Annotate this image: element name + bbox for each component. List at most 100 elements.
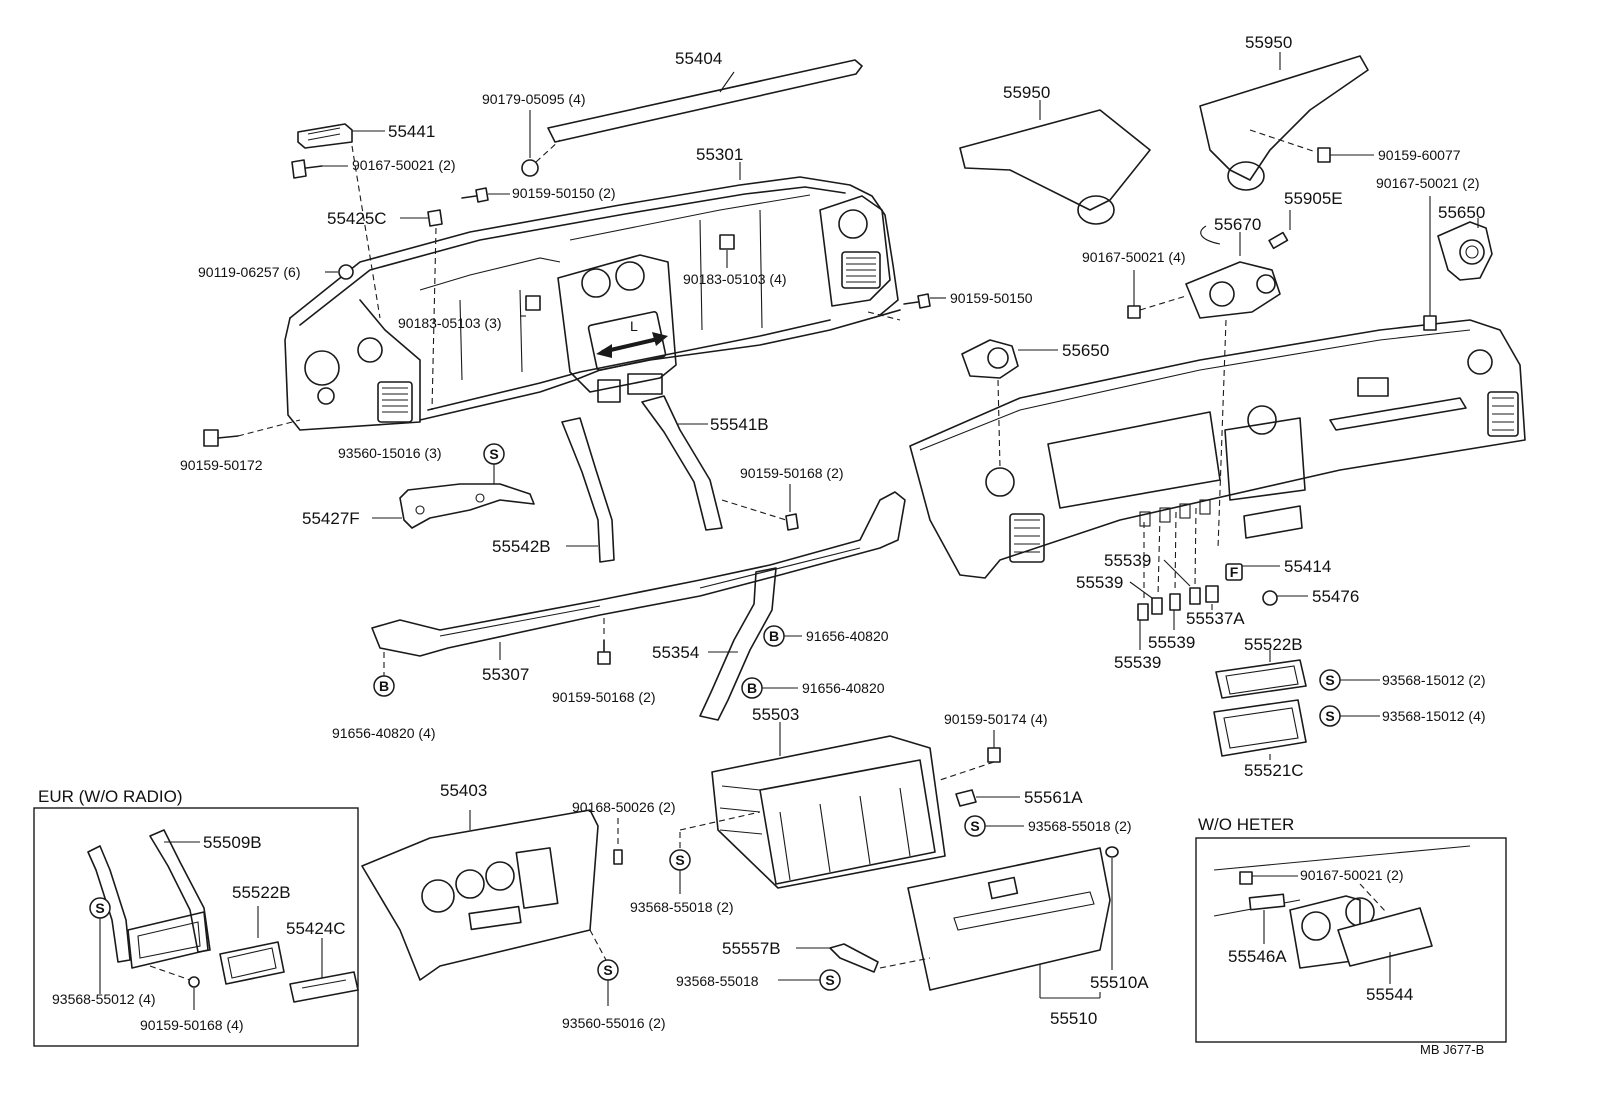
part-55557B: 55557B <box>722 939 931 973</box>
dashboard-assembly <box>909 319 1526 579</box>
callout-90119-06257: 90119-06257 (6) <box>198 264 300 280</box>
callout-91656-40820-b: 91656-40820 <box>802 680 885 696</box>
screw-93568-55018: 93568-55018 S <box>676 969 841 991</box>
callout-90179-05095: 90179-05095 (4) <box>482 91 586 107</box>
callout-90168-50026: 90168-50026 (2) <box>572 799 676 815</box>
callout-55427F: 55427F <box>302 509 360 528</box>
part-55542B: 55542B <box>492 417 615 563</box>
part-55521C: 55521C <box>1213 699 1307 780</box>
s-symbol-4: S <box>970 818 979 834</box>
callout-93568-55018-2a: 93568-55018 (2) <box>1028 818 1132 834</box>
callout-55539-a: 55539 <box>1104 551 1151 570</box>
bolt-91656-40820-4: B 91656-40820 (4) <box>332 652 436 741</box>
diagram-code: MB J677-B <box>1420 1042 1484 1057</box>
callout-55561A: 55561A <box>1024 788 1083 807</box>
clip-90119-06257: 90119-06257 (6) <box>198 264 354 280</box>
eur-wo-radio-box: EUR (W/O RADIO) 55509B 55522B 55424C S 9… <box>33 787 359 1047</box>
part-55414: F 55414 <box>1225 557 1331 581</box>
callout-55539-c: 55539 <box>1148 633 1195 652</box>
callout-91656-40820-a: 91656-40820 <box>806 628 889 644</box>
callout-55307: 55307 <box>482 665 529 684</box>
s-symbol-3: S <box>1325 708 1334 724</box>
callout-90159-50168-b: 90159-50168 (2) <box>552 689 656 705</box>
callout-55539-d: 55539 <box>1114 653 1161 672</box>
part-55354: 55354 <box>652 567 777 721</box>
nut-90179-05095: 90179-05095 (4) <box>482 91 586 177</box>
callout-55650-a: 55650 <box>1062 341 1109 360</box>
callout-90159-50172: 90159-50172 <box>180 457 263 473</box>
callout-55670: 55670 <box>1214 215 1261 234</box>
callout-55510: 55510 <box>1050 1009 1097 1028</box>
b-symbol-1: B <box>379 678 389 694</box>
wo-heter-title: W/O HETER <box>1198 815 1294 834</box>
s-symbol-8: S <box>95 900 104 916</box>
callout-55522B-a: 55522B <box>1244 635 1303 654</box>
callout-55404: 55404 <box>675 49 722 68</box>
callout-90159-50168-4: 90159-50168 (4) <box>140 1017 244 1033</box>
part-55650-vent-b: 55650 <box>1437 203 1493 281</box>
callout-55537A: 55537A <box>1186 609 1245 628</box>
f-symbol: F <box>1230 564 1239 580</box>
screw-93568-15012-4: S 93568-15012 (4) <box>1319 705 1486 727</box>
s-symbol-6: S <box>603 962 612 978</box>
callout-90183-05103-3: 90183-05103 (3) <box>398 315 502 331</box>
instrument-panel-55301 <box>284 176 901 431</box>
wo-heter-box: W/O HETER 90167-50021 (2) 55546A 55544 <box>1195 815 1507 1043</box>
screw-93568-55018-2b: S 93568-55018 (2) <box>630 811 761 915</box>
callout-55403: 55403 <box>440 781 487 800</box>
part-55950-duct-a: 55950 <box>959 83 1151 225</box>
callout-90159-50174: 90159-50174 (4) <box>944 711 1048 727</box>
part-55404-strip: 55404 <box>547 49 863 143</box>
part-55541B: 55541B <box>641 395 769 531</box>
part-55670-heater-control: 55670 <box>1185 215 1281 549</box>
callout-55476: 55476 <box>1312 587 1359 606</box>
callout-93568-55018-2b: 93568-55018 (2) <box>630 899 734 915</box>
callout-55509B: 55509B <box>203 833 262 852</box>
callout-90159-50150-2: 90159-50150 (2) <box>512 185 616 201</box>
dimension-arrow: L <box>596 318 668 358</box>
callout-55557B: 55557B <box>722 939 781 958</box>
switches-55539: 55539 55539 55539 55539 <box>1076 507 1201 672</box>
clip-90168-50026: 90168-50026 (2) <box>572 799 676 865</box>
part-55476: 55476 <box>1262 587 1359 606</box>
part-55441-clip: 55441 <box>297 122 435 149</box>
callout-55905E: 55905E <box>1284 189 1343 208</box>
callout-55541B: 55541B <box>710 415 769 434</box>
callout-93568-15012-2: 93568-15012 (2) <box>1382 672 1486 688</box>
b-symbol-3: B <box>747 680 757 696</box>
s-symbol-5: S <box>675 852 684 868</box>
screw-93560-55016: S 93560-55016 (2) <box>562 929 666 1031</box>
callout-55542B: 55542B <box>492 537 551 556</box>
screw-90159-50174: 90159-50174 (4) <box>939 711 1048 781</box>
callout-93568-55012: 93568-55012 (4) <box>52 991 156 1007</box>
callout-55521C: 55521C <box>1244 761 1304 780</box>
callout-55441: 55441 <box>388 122 435 141</box>
callout-55522B-b: 55522B <box>232 883 291 902</box>
callout-55414: 55414 <box>1284 557 1331 576</box>
callout-91656-40820-4: 91656-40820 (4) <box>332 725 436 741</box>
screw-90159-60077: 90159-60077 <box>1249 129 1461 163</box>
s-symbol-2: S <box>1325 672 1334 688</box>
screw-90159-50150: 90159-50150 <box>867 290 1033 321</box>
callout-90159-60077: 90159-60077 <box>1378 147 1461 163</box>
callout-90167-50021-4: 90167-50021 (4) <box>1082 249 1186 265</box>
callout-90159-50150: 90159-50150 <box>950 290 1033 306</box>
callout-55503: 55503 <box>752 705 799 724</box>
part-55503-box: 55503 <box>711 705 946 889</box>
part-55403-bezel: 55403 <box>361 781 599 981</box>
callout-90159-50168-a: 90159-50168 (2) <box>740 465 844 481</box>
part-55522B-a: 55522B <box>1215 635 1307 699</box>
part-55905E: 55905E <box>1268 189 1343 250</box>
screw-93568-55018-2a: S 93568-55018 (2) <box>964 815 1132 837</box>
part-55425C: 55425C <box>327 209 443 411</box>
part-55427F: 55427F <box>302 483 535 529</box>
b-symbol-2: B <box>769 628 779 644</box>
callout-55539-b: 55539 <box>1076 573 1123 592</box>
bolt-91656-40820-a: B 91656-40820 <box>763 625 889 647</box>
screw-90167-50021-a: 90167-50021 (2) <box>291 145 456 319</box>
callout-93568-55018: 93568-55018 <box>676 973 759 989</box>
part-55537A: 55537A <box>1186 585 1245 628</box>
callout-55950-a: 55950 <box>1003 83 1050 102</box>
part-55510-door: 55510A 55510 <box>907 846 1149 1028</box>
